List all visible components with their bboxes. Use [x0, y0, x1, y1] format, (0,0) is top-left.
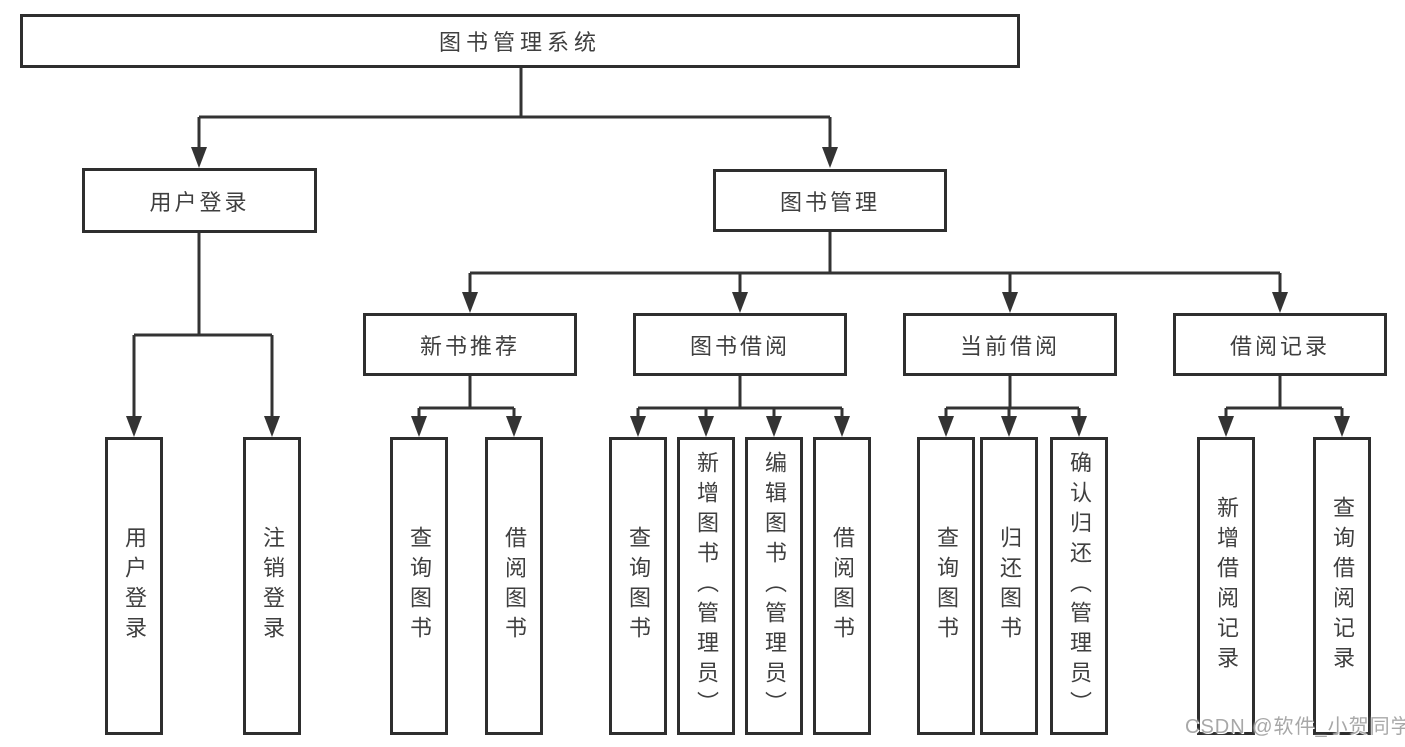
leaf-query-books-current: 查询图书	[917, 437, 975, 735]
node-new-book-recommendation: 新书推荐	[363, 313, 577, 376]
node-book-borrowing: 图书借阅	[633, 313, 847, 376]
leaf-edit-books-admin: 编辑图书（管理员）	[745, 437, 803, 735]
leaf-add-books-admin: 新增图书（管理员）	[677, 437, 735, 735]
node-current-borrowing: 当前借阅	[903, 313, 1117, 376]
node-book-management-branch: 图书管理	[713, 169, 947, 232]
node-borrowing-records: 借阅记录	[1173, 313, 1387, 376]
leaf-query-books-recommend: 查询图书	[390, 437, 448, 735]
leaf-borrow-books-recommend: 借阅图书	[485, 437, 543, 735]
leaf-user-login: 用户登录	[105, 437, 163, 735]
leaf-return-books: 归还图书	[980, 437, 1038, 735]
leaf-confirm-return-admin: 确认归还（管理员）	[1050, 437, 1108, 735]
leaf-logout: 注销登录	[243, 437, 301, 735]
leaf-borrow-books: 借阅图书	[813, 437, 871, 735]
leaf-query-borrow-record: 查询借阅记录	[1313, 437, 1371, 735]
arrowheads	[126, 147, 1350, 437]
node-user-login-branch: 用户登录	[82, 168, 317, 233]
leaf-add-borrow-record: 新增借阅记录	[1197, 437, 1255, 735]
node-library-management-system: 图书管理系统	[20, 14, 1020, 68]
csdn-watermark: CSDN @软件_小贺同学	[1185, 716, 1405, 738]
leaf-query-books-borrowing: 查询图书	[609, 437, 667, 735]
